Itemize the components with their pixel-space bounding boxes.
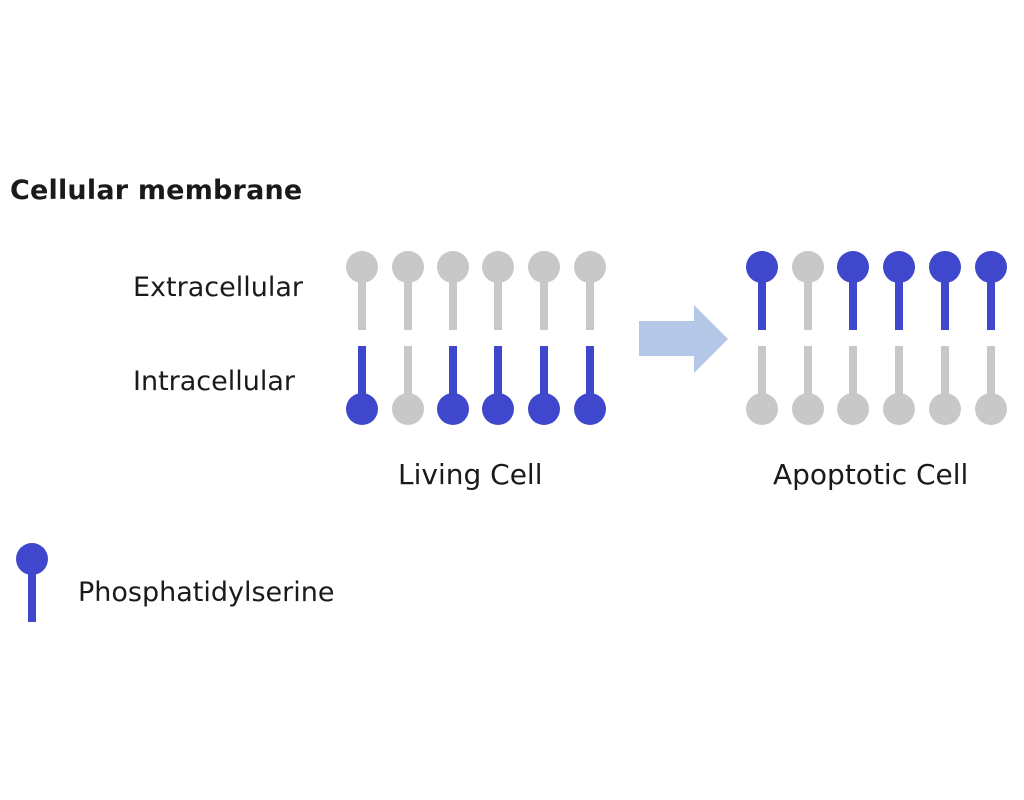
- lipid-head: [746, 251, 778, 283]
- outer-lipid: [482, 251, 514, 330]
- transition-arrow-icon: [639, 305, 728, 373]
- diagram-title: Cellular membrane: [10, 175, 303, 206]
- outer-phosphatidylserine: [929, 251, 961, 330]
- inner-lipid: [929, 346, 961, 425]
- lipid-head: [574, 393, 606, 425]
- apoptotic-cell-membrane: [746, 251, 1007, 425]
- lipid-head: [574, 251, 606, 283]
- lipid-head: [837, 393, 869, 425]
- inner-phosphatidylserine: [437, 346, 469, 425]
- inner-lipid: [392, 346, 424, 425]
- lipid-head: [528, 251, 560, 283]
- outer-phosphatidylserine: [837, 251, 869, 330]
- outer-lipid: [346, 251, 378, 330]
- inner-lipid: [746, 346, 778, 425]
- lipid-head: [392, 251, 424, 283]
- inner-lipid: [792, 346, 824, 425]
- lipid-head: [482, 251, 514, 283]
- inner-lipid: [975, 346, 1007, 425]
- lipid-head: [883, 251, 915, 283]
- lipid-head: [746, 393, 778, 425]
- inner-phosphatidylserine: [482, 346, 514, 425]
- lipid-head: [975, 393, 1007, 425]
- intracellular-label: Intracellular: [133, 366, 296, 397]
- lipid-head: [482, 393, 514, 425]
- inner-lipid: [883, 346, 915, 425]
- outer-phosphatidylserine: [883, 251, 915, 330]
- lipid-head: [528, 393, 560, 425]
- living-cell-label: Living Cell: [398, 458, 543, 491]
- inner-phosphatidylserine: [574, 346, 606, 425]
- lipid-head: [883, 393, 915, 425]
- inner-phosphatidylserine: [528, 346, 560, 425]
- outer-phosphatidylserine: [975, 251, 1007, 330]
- lipid-head: [792, 251, 824, 283]
- outer-lipid: [528, 251, 560, 330]
- lipid-head: [975, 251, 1007, 283]
- living-cell-membrane: [346, 251, 606, 425]
- lipid-head: [837, 251, 869, 283]
- legend-label: Phosphatidylserine: [78, 577, 335, 608]
- lipid-head: [792, 393, 824, 425]
- extracellular-label: Extracellular: [133, 272, 303, 303]
- apoptotic-cell-label: Apoptotic Cell: [773, 458, 969, 491]
- outer-phosphatidylserine: [746, 251, 778, 330]
- lipid-head: [437, 393, 469, 425]
- lipid-head: [929, 251, 961, 283]
- lipid-head: [437, 251, 469, 283]
- lipid-head: [346, 393, 378, 425]
- lipid-head: [346, 251, 378, 283]
- outer-lipid: [437, 251, 469, 330]
- outer-lipid: [574, 251, 606, 330]
- legend-phosphatidylserine-icon: [16, 543, 48, 622]
- outer-lipid: [792, 251, 824, 330]
- inner-lipid: [837, 346, 869, 425]
- lipid-head: [392, 393, 424, 425]
- inner-phosphatidylserine: [346, 346, 378, 425]
- outer-lipid: [392, 251, 424, 330]
- lipid-head: [929, 393, 961, 425]
